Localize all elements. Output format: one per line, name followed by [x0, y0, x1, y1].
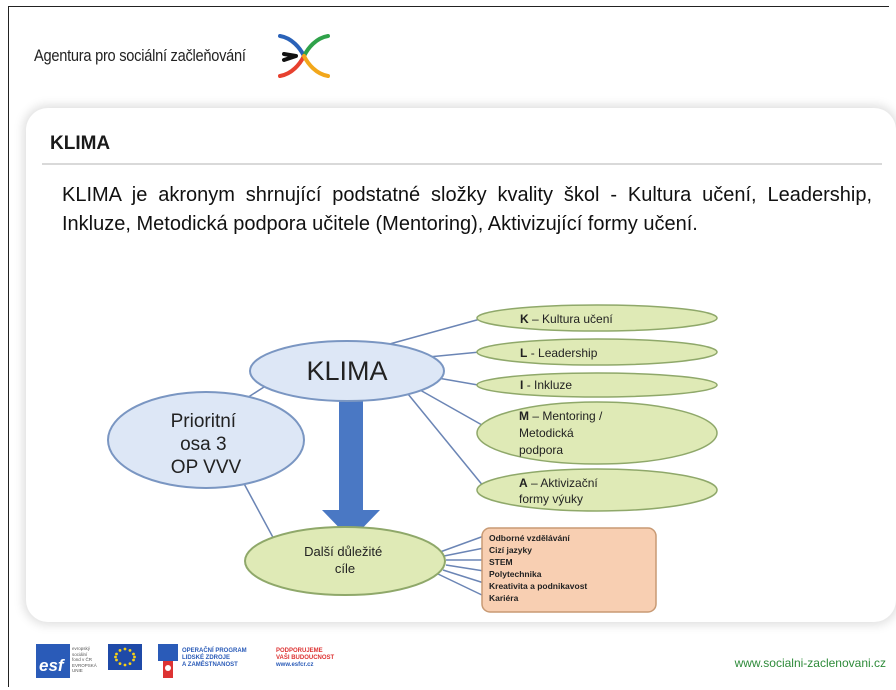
component-l: L - Leadership: [476, 338, 718, 366]
goals-list-item-6: Kariéra: [489, 593, 519, 603]
component-i-letter: I: [520, 378, 523, 392]
klima-node: KLIMA: [249, 340, 445, 402]
goals-list-item-5: Kreativita a podnikavost: [489, 581, 587, 591]
component-k-letter: K: [520, 312, 529, 326]
component-i-text: - Inkluze: [527, 378, 573, 392]
component-m-text-1: – Mentoring /: [532, 409, 603, 423]
svg-text:A – Aktivizační formy vý: A – Aktivizační formy výuky: [519, 476, 601, 506]
op-label-3: A ZAMĚSTNANOST: [182, 662, 238, 668]
goals-list-item-2: Cizí jazyky: [489, 545, 532, 555]
priority-line-2: osa 3: [180, 434, 226, 455]
slide-body-text: KLIMA je akronym shrnující podstatné slo…: [62, 184, 872, 235]
connector-goal-5: [442, 569, 485, 584]
esf-logo-icon: esf: [36, 644, 70, 678]
priority-line-1: Prioritní: [171, 411, 237, 432]
component-m: M – Mentoring / Metodická podpora: [476, 401, 718, 465]
connector-a: [407, 393, 485, 488]
agency-logo-icon: [278, 34, 330, 78]
header: Agentura pro sociální začleňování: [34, 30, 330, 82]
component-m-text-2: Metodická: [519, 426, 574, 440]
svg-text:L - Leadership: L - Leadership: [520, 346, 598, 360]
eu-flag-icon: [108, 644, 142, 670]
component-l-text: - Leadership: [531, 346, 598, 360]
connector-m: [419, 389, 483, 426]
component-m-letter: M: [519, 409, 529, 423]
op-lzz-icon: [158, 644, 178, 678]
svg-text:K – Kultura učení: K – Kultura učení: [520, 312, 613, 326]
slide-card: [26, 108, 896, 622]
svg-text:Odborné vzdělávání Cizí: Odborné vzdělávání Cizí jazyky STEM Poly…: [489, 533, 590, 603]
support-url: www.esfcr.cz: [276, 662, 314, 668]
agency-name: Agentura pro sociální začleňování: [34, 46, 246, 65]
support-label-1: PODPORUJEME: [276, 648, 323, 654]
component-a: A – Aktivizační formy výuky: [476, 468, 718, 512]
esf-logo-label: esf: [39, 656, 64, 675]
goals-list-box: Odborné vzdělávání Cizí jazyky STEM Poly…: [481, 527, 657, 613]
support-label-2: VAŠI BUDOUCNOST: [276, 655, 335, 661]
connector-goal-6: [437, 573, 485, 597]
component-a-text-2: formy výuky: [519, 492, 583, 506]
component-k-text: – Kultura učení: [532, 312, 613, 326]
page-frame: [8, 6, 889, 687]
footer: esf evropský sociální fond v ČR EVROPSKÁ…: [0, 624, 896, 690]
esf-small-text: evropský sociální fond v ČR EVROPSKÁ UNI…: [72, 646, 106, 674]
op-label-2: LIDSKÉ ZDROJE: [182, 655, 231, 661]
goals-node: Další důležité cíle: [244, 526, 446, 596]
website-link[interactable]: www.socialni-zaclenovani.cz: [734, 656, 886, 670]
component-k: K – Kultura učení: [476, 304, 718, 332]
connector-goal-1: [439, 535, 485, 553]
down-arrow-icon: [322, 395, 380, 540]
esf-small-2: sociální: [72, 651, 88, 657]
component-l-letter: L: [520, 346, 527, 360]
op-label-1: OPERAČNÍ PROGRAM: [182, 648, 247, 654]
svg-text:I - Inkluze: I - Inkluze: [520, 378, 572, 392]
priority-line-3: OP VVV: [171, 457, 242, 478]
esf-small-3: fond v ČR: [72, 657, 93, 662]
svg-text:Další důležité cíle: Další důležité cíle: [304, 544, 386, 576]
component-a-letter: A: [519, 476, 528, 490]
priority-node: Prioritní osa 3 OP VVV: [107, 391, 305, 489]
esf-small-4: EVROPSKÁ UNIE: [72, 662, 97, 674]
klima-node-label: KLIMA: [306, 356, 387, 386]
connector-goal-2: [443, 547, 485, 557]
support-text: PODPORUJEME VAŠI BUDOUCNOST www.esfcr.cz: [276, 648, 366, 669]
goals-list-item-3: STEM: [489, 557, 513, 567]
op-lzz-text: OPERAČNÍ PROGRAM LIDSKÉ ZDROJE A ZAMĚSTN…: [182, 648, 268, 669]
connector-k: [385, 317, 485, 346]
component-m-text-3: podpora: [519, 443, 563, 457]
goals-line-1: Další důležité: [304, 544, 382, 559]
goals-list-item-4: Polytechnika: [489, 569, 542, 579]
goals-line-2: cíle: [335, 561, 355, 576]
esf-small-1: evropský: [72, 646, 91, 651]
connector-goal-4: [445, 564, 485, 572]
title-divider: [42, 163, 882, 165]
component-i: I - Inkluze: [476, 372, 718, 398]
component-a-text-1: – Aktivizační: [531, 476, 598, 490]
slide-title: KLIMA: [50, 133, 111, 154]
goals-list-item-1: Odborné vzdělávání: [489, 533, 570, 543]
svg-text:Prioritní osa 3 OP: Prioritní osa 3 OP VVV: [171, 411, 242, 478]
svg-text:M – Mentoring / Metodick: M – Mentoring / Metodická podpora: [519, 409, 606, 457]
